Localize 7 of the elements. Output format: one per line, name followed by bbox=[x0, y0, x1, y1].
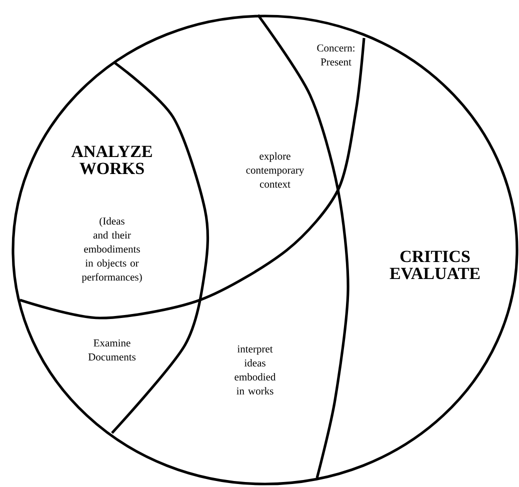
region-label: ANALYZE WORKS bbox=[71, 146, 152, 174]
region-label: CRITICS EVALUATE bbox=[390, 250, 480, 280]
region-label: interpret ideas embodied in works bbox=[234, 345, 276, 395]
region-label: explore contemporary context bbox=[246, 152, 304, 188]
region-label: Concern: Present bbox=[317, 44, 354, 66]
region-label: Examine Documents bbox=[88, 339, 136, 361]
region-label: (Ideas and their embodiments in objects or performances) bbox=[82, 217, 142, 283]
